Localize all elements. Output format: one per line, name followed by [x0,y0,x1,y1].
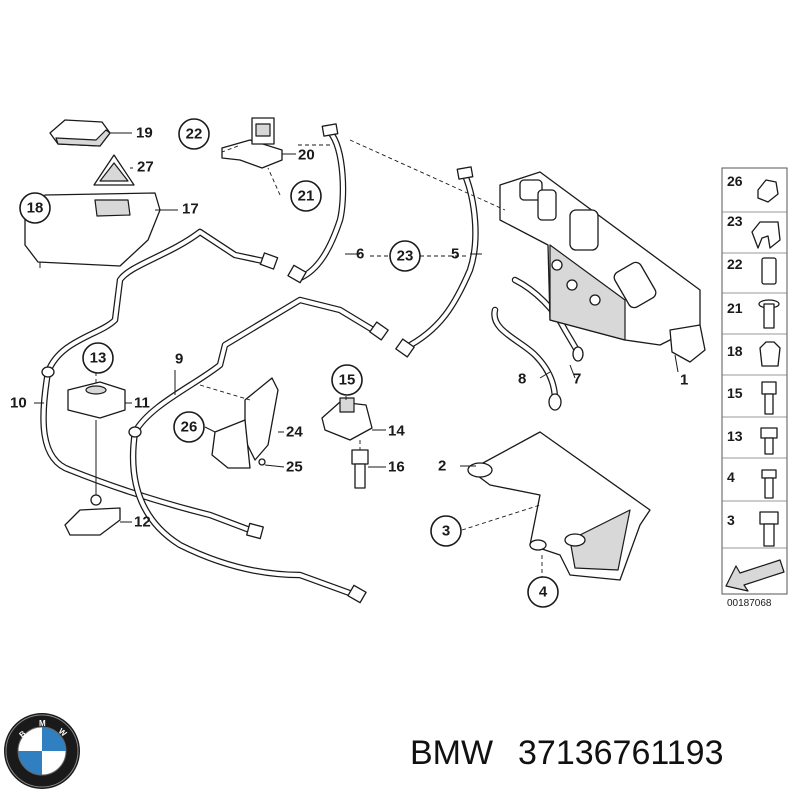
part-2-support-bracket [467,431,651,581]
bmw-logo: B M W [4,713,80,789]
legend-4: 4 [727,469,735,485]
leader-lines [34,132,679,523]
callout-21-text: 21 [298,188,315,205]
fastener-legend: 26 23 22 21 18 15 13 4 3 [721,167,788,609]
label-6: 6 [356,246,364,263]
callout-22-text: 22 [186,126,203,143]
hydraulic-lines [40,128,582,599]
label-20: 20 [298,147,315,164]
legend-15: 15 [727,385,743,401]
legend-18: 18 [727,343,743,359]
callout-15-text: 15 [339,372,356,389]
legend-13: 13 [727,428,743,444]
bolt-washer-icon [758,299,780,329]
legend-22: 22 [727,256,743,272]
direction-arrow-icon [725,559,785,592]
callout-4-text: 4 [539,584,548,601]
flange-bolt-icon [761,469,777,499]
label-16: 16 [388,459,405,476]
callout-22: 22 [178,118,210,150]
label-24: 24 [286,424,303,441]
callout-23: 23 [389,240,421,272]
part-19-cap [49,119,111,147]
callout-23-text: 23 [397,248,414,265]
part-1-hydraulic-unit [499,171,706,363]
label-10: 10 [10,395,27,412]
callout-26: 26 [173,411,205,443]
grommet-icon [759,341,781,367]
label-12: 12 [134,514,151,531]
label-2: 2 [438,458,446,475]
label-11: 11 [134,395,150,412]
callout-18: 18 [19,192,51,224]
callout-13: 13 [82,342,114,374]
line-fittings [41,123,584,604]
label-14: 14 [388,423,405,440]
label-17: 17 [182,201,199,218]
part-11-bushing [67,381,126,419]
svg-text:W: W [57,727,69,739]
label-9: 9 [175,351,183,368]
part-14-holder [321,397,373,441]
callout-3: 3 [430,515,462,547]
hex-bolt-icon [760,427,778,455]
part-24-bracket [211,377,279,469]
callout-13-text: 13 [90,350,107,367]
label-25: 25 [286,459,303,476]
svg-text:M: M [39,719,46,728]
legend-26: 26 [727,173,743,189]
part-27-warning-label [93,154,135,186]
callout-18-text: 18 [27,200,44,217]
callout-3-text: 3 [442,523,450,540]
label-27: 27 [137,159,154,176]
legend-23: 23 [727,213,743,229]
part-labels: 1 2 5 6 7 8 9 10 11 12 14 16 17 19 20 24… [10,125,688,531]
label-5: 5 [451,246,459,263]
callout-4: 4 [527,576,559,608]
clip-icon [751,221,781,249]
label-1: 1 [680,372,688,389]
part-number: 37136761193 [518,734,723,772]
brand-name: BMW [410,734,493,772]
sleeve-nut-icon [761,257,777,285]
callout-21: 21 [290,180,322,212]
large-bolt-icon [759,511,779,547]
part-17-control-unit [24,192,161,268]
label-8: 8 [518,371,526,388]
part-12-bracket [64,420,121,536]
callout-26-text: 26 [181,419,198,436]
part-20-sensor [221,117,283,169]
legend-21: 21 [727,300,743,316]
socket-bolt-icon [761,381,777,415]
callout-15: 15 [331,364,363,396]
label-7: 7 [573,371,581,388]
nut-icon [757,179,779,203]
svg-text:B: B [18,729,28,740]
image-code: 00187068 [727,598,772,609]
part-16-stud [351,449,369,489]
label-19: 19 [136,125,153,142]
legend-3: 3 [727,512,735,528]
